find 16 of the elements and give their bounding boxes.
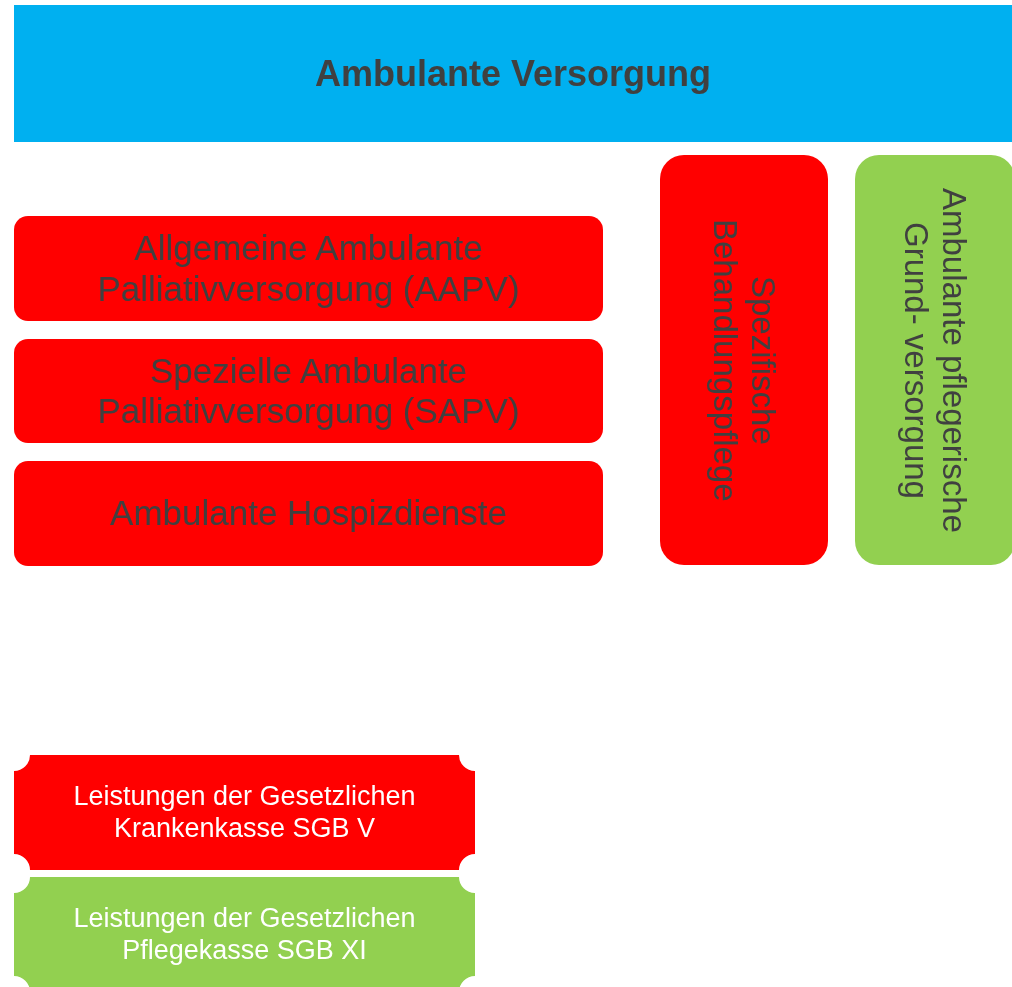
service-box [14,461,603,566]
vertical-service-box [660,155,828,565]
box-label: Leistungen der Gesetzlichen Pflegekasse SGB XI [72,903,417,966]
box-label: Leistungen der Gesetzlichen Krankenkasse SGB V [72,781,417,844]
box-label: Allgemeine Ambulante Palliativversorgung (AAPV) [96,228,521,309]
box-label: Ambulante Versorgung [314,52,712,95]
service-box [14,216,603,321]
box-label: Spezifische Behandlungspflege [706,217,782,504]
box-label: Ambulante Hospizdienste [110,493,507,534]
box-label: Ambulante pflegerische Grund- versorgung [897,186,973,535]
service-box [14,339,603,443]
funding-tag [14,877,475,987]
header-banner [14,5,1012,142]
vertical-service-box [855,155,1012,565]
funding-tag [14,755,475,870]
box-label: Spezielle Ambulante Palliativversorgung (SAPV) [96,350,521,432]
